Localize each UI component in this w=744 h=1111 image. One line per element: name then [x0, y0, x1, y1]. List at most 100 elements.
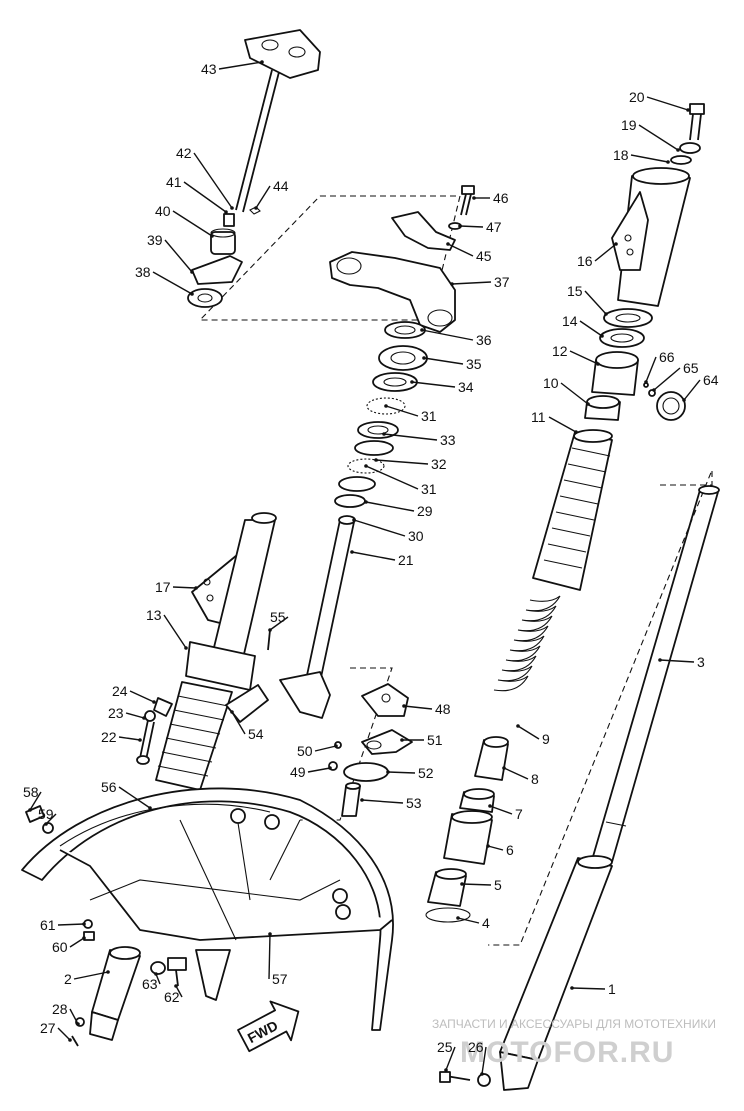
leader-tip-38	[190, 292, 194, 296]
leader-line-64	[683, 379, 701, 401]
part-45-clamp	[391, 211, 456, 251]
leader-tip-58	[28, 808, 32, 812]
leader-line-20	[646, 96, 689, 111]
leader-line-38	[152, 271, 193, 295]
callout-45: 45	[476, 248, 492, 264]
callout-11: 11	[531, 409, 546, 425]
leader-tip-63	[154, 972, 158, 976]
leader-tip-17	[194, 586, 198, 590]
leader-tip-44	[254, 206, 258, 210]
leader-line-53	[361, 799, 404, 804]
leader-line-22	[118, 736, 141, 741]
fwd-direction-arrow: FWD	[237, 1000, 300, 1053]
callout-7: 7	[515, 806, 523, 822]
part-21-steering-stem	[279, 515, 356, 719]
leader-line-31	[365, 465, 419, 490]
leader-line-31	[385, 405, 419, 417]
leader-tip-56	[148, 806, 152, 810]
part-8-spacer	[474, 736, 509, 781]
leader-tip-3	[658, 658, 662, 662]
part-4-circlip	[425, 907, 471, 923]
part-15-washer	[603, 308, 653, 328]
part-13-left-fork-tube	[155, 512, 277, 791]
leader-line-13	[163, 614, 187, 649]
leader-tip-21	[350, 550, 354, 554]
part-58-bolt	[25, 805, 45, 823]
callout-53: 53	[406, 795, 422, 811]
callout-31: 31	[421, 481, 437, 497]
leader-line-10	[560, 382, 589, 405]
callout-13: 13	[146, 607, 162, 623]
part-55-bolt	[267, 629, 271, 651]
leader-line-28	[69, 1008, 79, 1025]
callout-22: 22	[101, 729, 117, 745]
leader-tip-33	[382, 432, 386, 436]
part-22-bolt	[136, 719, 155, 765]
part-63-washer	[150, 961, 166, 975]
leader-line-19	[638, 124, 679, 151]
leader-tip-52	[386, 770, 390, 774]
callout-19: 19	[621, 117, 637, 133]
leader-tip-1	[570, 986, 574, 990]
callout-43: 43	[201, 61, 217, 77]
callout-58: 58	[23, 784, 39, 800]
leader-line-4	[457, 917, 480, 924]
part-43-steering-bolt	[235, 29, 321, 213]
leader-line-60	[69, 937, 85, 948]
callout-51: 51	[427, 732, 443, 748]
leader-tip-61	[82, 922, 86, 926]
callout-56: 56	[101, 779, 117, 795]
callout-5: 5	[494, 877, 502, 893]
leader-tip-47	[458, 224, 462, 228]
callout-63: 63	[142, 976, 158, 992]
leader-line-27	[57, 1027, 71, 1041]
callout-24: 24	[112, 683, 128, 699]
callout-38: 38	[135, 264, 151, 280]
part-56-front-fender	[21, 787, 394, 1031]
leader-line-18	[630, 154, 669, 163]
leader-tip-24	[152, 700, 156, 704]
callout-25: 25	[437, 1039, 453, 1055]
leader-tip-31	[364, 464, 368, 468]
leader-tip-34	[410, 380, 414, 384]
leader-line-16	[594, 243, 617, 262]
leader-line-41	[183, 181, 227, 213]
leader-line-52	[387, 771, 416, 774]
callout-50: 50	[297, 743, 313, 759]
callout-10: 10	[543, 375, 559, 391]
leader-line-30	[353, 519, 406, 537]
callout-1: 1	[608, 981, 616, 997]
leader-tip-28	[76, 1022, 80, 1026]
leader-line-40	[172, 210, 213, 237]
leader-line-43	[218, 61, 263, 70]
leader-line-65	[653, 367, 681, 391]
callout-55: 55	[270, 609, 286, 625]
leader-line-15	[584, 290, 607, 315]
callout-57: 57	[272, 971, 288, 987]
callout-14: 14	[562, 313, 578, 329]
callout-49: 49	[290, 764, 306, 780]
leader-line-29	[365, 501, 415, 512]
leader-line-66	[645, 356, 657, 383]
leader-tip-25	[444, 1068, 448, 1072]
part-37-fork-crown	[329, 251, 456, 333]
leader-line-49	[307, 767, 331, 773]
leader-line-23	[125, 712, 145, 719]
leader-tip-59	[44, 822, 48, 826]
leader-tip-45	[446, 242, 450, 246]
leader-tip-65	[652, 388, 656, 392]
callout-4: 4	[482, 915, 490, 931]
callout-27: 27	[40, 1020, 56, 1036]
callout-23: 23	[108, 705, 124, 721]
part-11-fork-boot	[532, 429, 613, 591]
part-51-lever	[361, 729, 413, 755]
leader-line-39	[164, 239, 193, 273]
callout-40: 40	[155, 203, 171, 219]
leader-line-6	[487, 845, 504, 851]
leader-line-35	[423, 357, 464, 365]
leader-line-59	[45, 813, 57, 825]
callout-36: 36	[476, 332, 492, 348]
leader-tip-40	[210, 234, 214, 238]
leader-line-14	[579, 320, 603, 337]
callout-64: 64	[703, 372, 719, 388]
